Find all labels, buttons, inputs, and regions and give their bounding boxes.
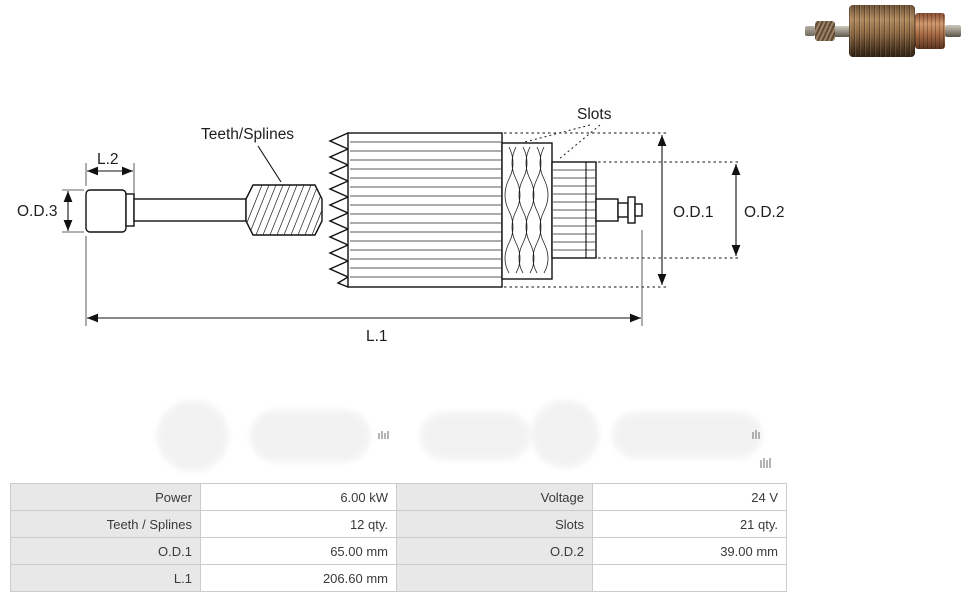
photo-end-shaft <box>945 25 961 37</box>
spec-value: 39.00 mm <box>593 538 787 565</box>
watermark <box>157 400 771 472</box>
spec-value: 24 V <box>593 484 787 511</box>
spec-table: Power 6.00 kW Voltage 24 V Teeth / Splin… <box>10 483 787 592</box>
spec-label: O.D.1 <box>11 538 201 565</box>
label-teeth-splines: Teeth/Splines <box>201 126 294 143</box>
spec-label: O.D.2 <box>397 538 593 565</box>
dimension-lines: L.2 O.D.3 Teeth/Splines Slots O.D.1 O.D.… <box>17 106 784 345</box>
photo-commutator <box>915 13 945 49</box>
spec-label: Teeth / Splines <box>11 511 201 538</box>
spec-label: Power <box>11 484 201 511</box>
label-od3: O.D.3 <box>17 203 57 220</box>
label-l2: L.2 <box>97 151 119 168</box>
armature-drawing <box>85 132 643 288</box>
photo-core <box>849 5 915 57</box>
spec-label: Voltage <box>397 484 593 511</box>
spec-label <box>397 565 593 592</box>
label-od1: O.D.1 <box>673 204 713 221</box>
label-slots: Slots <box>577 106 612 123</box>
spec-value <box>593 565 787 592</box>
photo-shaft <box>835 25 849 37</box>
technical-diagram: L.2 O.D.3 Teeth/Splines Slots O.D.1 O.D.… <box>17 106 784 472</box>
spec-value: 65.00 mm <box>201 538 397 565</box>
product-thumbnail[interactable] <box>805 4 969 58</box>
spec-label: Slots <box>397 511 593 538</box>
spec-value: 6.00 kW <box>201 484 397 511</box>
label-od2: O.D.2 <box>744 204 784 221</box>
label-l1: L.1 <box>366 328 388 345</box>
spec-label: L.1 <box>11 565 201 592</box>
spec-value: 12 qty. <box>201 511 397 538</box>
spec-value: 21 qty. <box>593 511 787 538</box>
photo-shaft-tip <box>805 26 815 36</box>
photo-splines <box>815 21 835 41</box>
spec-value: 206.60 mm <box>201 565 397 592</box>
